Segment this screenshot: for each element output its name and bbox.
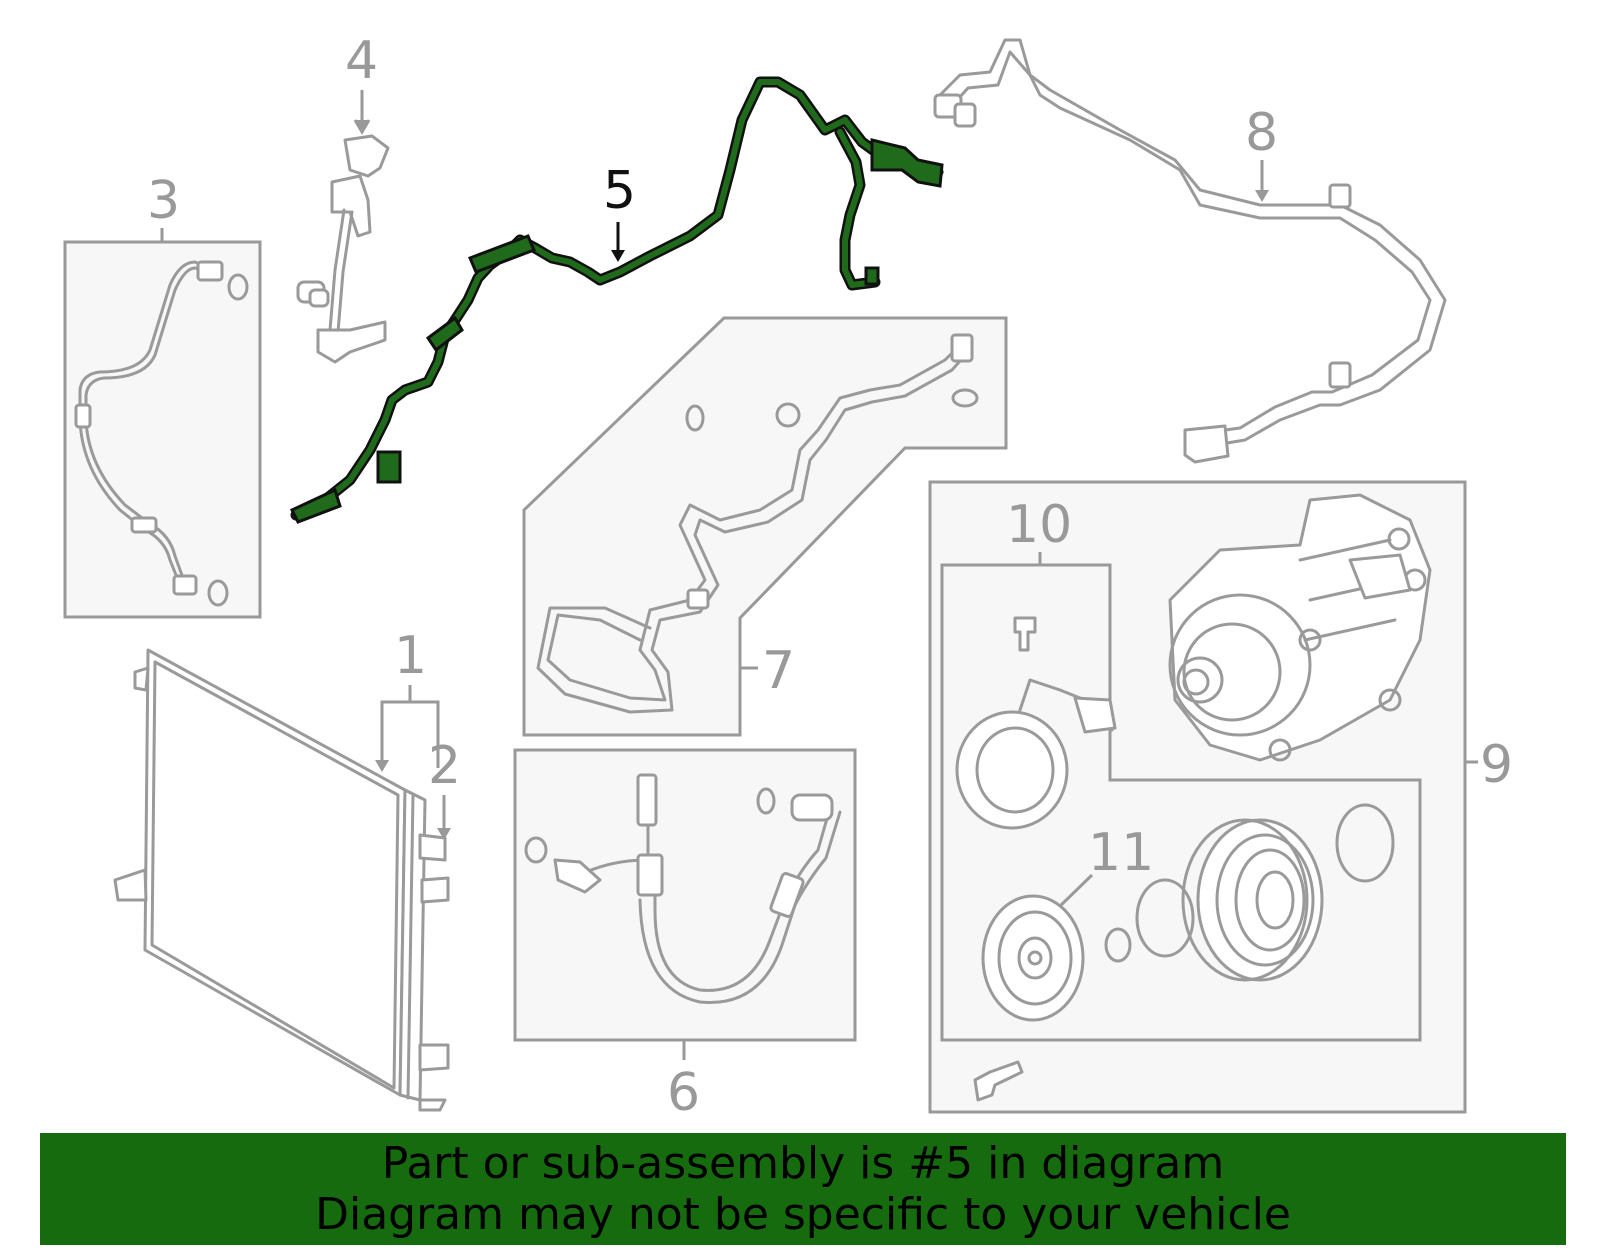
callout-9: 9 (1480, 735, 1513, 795)
callout-10: 10 (1006, 495, 1072, 555)
part-1-2-group[interactable]: 1 2 (113, 626, 461, 1112)
part-5-hose-highlighted[interactable]: 5 (289, 76, 944, 524)
part-7-group[interactable]: 7 (522, 316, 1008, 737)
part-3-group[interactable]: 3 (63, 171, 262, 619)
callout-8: 8 (1245, 103, 1278, 163)
banner-line-2: Diagram may not be specific to your vehi… (315, 1189, 1291, 1240)
callout-5: 5 (603, 161, 636, 221)
callout-3: 3 (147, 171, 180, 231)
part-11-group[interactable]: 11 (981, 823, 1154, 1022)
info-banner: Part or sub-assembly is #5 in diagram Di… (40, 1133, 1566, 1245)
part-8-group[interactable]: 8 (933, 38, 1447, 464)
callout-4: 4 (345, 31, 378, 91)
callout-7: 7 (762, 641, 795, 701)
callout-1: 1 (394, 626, 427, 686)
callout-6: 6 (667, 1063, 700, 1123)
part-4-group[interactable]: 4 (296, 31, 390, 364)
callout-2: 2 (428, 736, 461, 796)
part-6-group[interactable]: 6 (513, 748, 857, 1123)
banner-line-1: Part or sub-assembly is #5 in diagram (381, 1138, 1225, 1189)
callout-11: 11 (1088, 823, 1154, 883)
